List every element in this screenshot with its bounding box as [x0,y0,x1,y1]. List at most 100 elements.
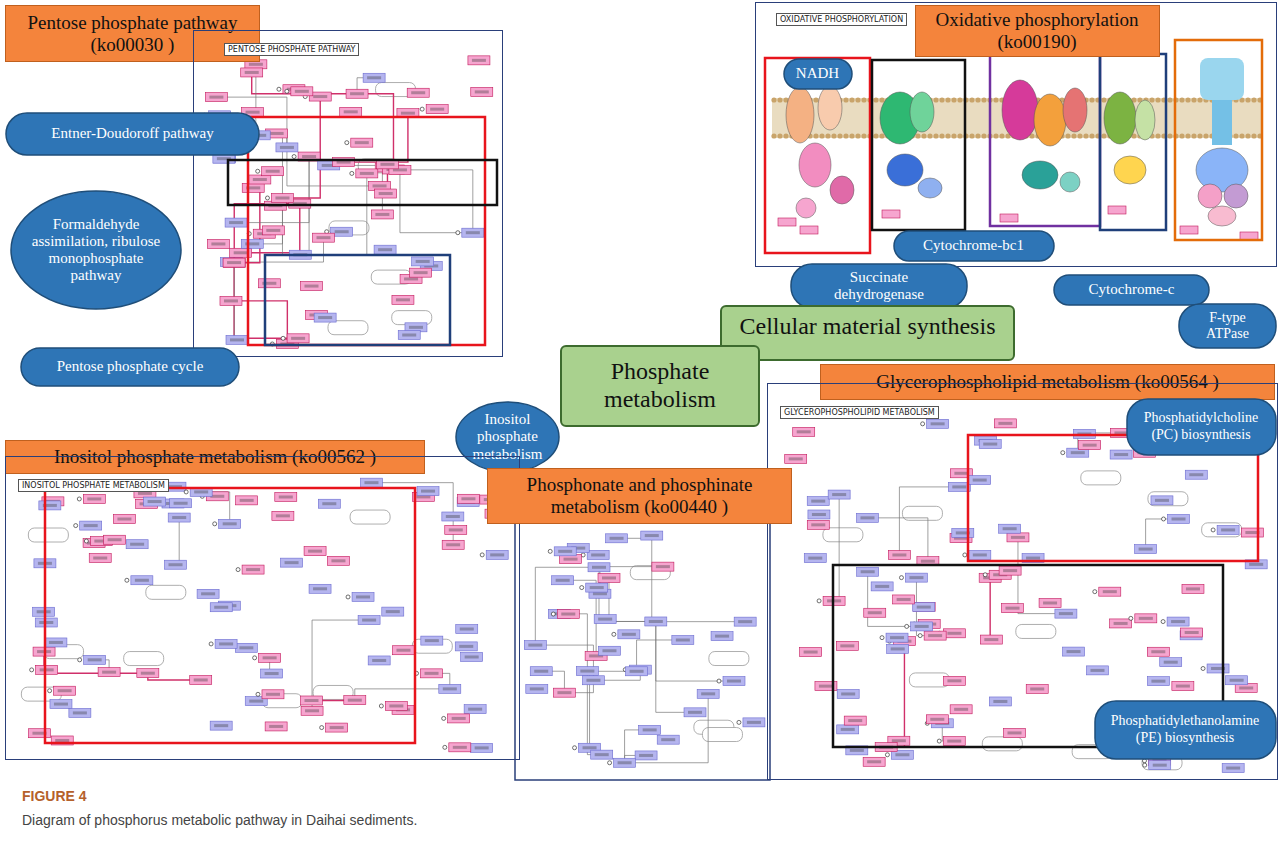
enzyme-box [1147,647,1169,656]
reaction-line [990,578,991,640]
enzyme-box [455,642,477,651]
enzyme-code-mark [1008,731,1022,734]
enzyme-box [524,641,546,650]
enzyme-box [588,563,610,572]
compound-dot [213,522,217,526]
text-wrap: Entner-Doudoroff pathway [5,112,260,156]
enzyme-code-mark [313,587,327,590]
enzyme-code-mark [993,700,1007,703]
enzyme-code-mark [875,585,889,588]
protein-complex [786,87,814,143]
enzyme-code-mark [1114,453,1128,456]
map-link-box [1148,492,1188,506]
reaction-line [656,621,695,712]
enzyme-box [606,534,628,543]
lipid-head [993,133,998,138]
compound-dot [937,739,941,743]
text-wrap: Cytochrome-bc1 [893,230,1055,262]
lipid-head [861,97,866,102]
enzyme-code-mark [890,636,904,639]
enzyme-code-mark [452,717,466,720]
enzyme-code-mark [598,618,612,621]
lipid-head [945,97,950,102]
map-link-box [902,506,942,520]
reaction-line [652,536,656,622]
enzyme-box [249,175,271,184]
enzyme-box [407,88,429,97]
lipid-head [1245,97,1250,102]
enzyme-code-mark [246,111,260,114]
enzyme-code-mark [348,699,362,702]
enzyme-box [927,419,949,428]
enzyme-code-mark [1059,612,1073,615]
enzyme-code-mark [808,557,822,560]
enzyme-code-mark [998,422,1012,425]
enzyme-code-mark [530,687,544,690]
enzyme-box [417,487,439,496]
compound-dot [184,490,188,494]
enzyme-box [220,296,242,305]
module-ellipse: Phosphatidylethanolamine (PE) biosynthes… [1094,700,1277,760]
enzyme-box [969,550,991,559]
enzyme-box [392,295,414,304]
enzyme-code-mark [219,642,233,645]
enzyme-code-mark [490,553,504,556]
enzyme-code-mark [602,576,616,579]
lipid-head [999,133,1004,138]
lipid-head [951,97,956,102]
enzyme-box [1026,684,1048,693]
lipid-head [933,133,938,138]
enzyme-box [300,282,322,291]
lipid-head [873,97,878,102]
enzyme-box [1063,647,1085,656]
lipid-head [957,133,962,138]
enzyme-box [421,669,443,678]
enzyme-box [598,646,620,655]
enzyme-box [808,510,830,519]
enzyme-box [844,716,866,725]
enzyme-box [950,705,972,714]
enzyme-code-mark [245,71,259,74]
enzyme-code-mark [797,430,811,433]
compound-dot [573,746,577,750]
enzyme-code-mark [416,260,430,263]
enzyme-box [856,513,878,522]
enzyme-box [1055,609,1077,618]
protein-complex [799,143,831,187]
lipid-head [777,97,782,102]
enzyme-box [313,233,335,242]
enzyme-code-mark [460,628,474,631]
enzyme-box [697,689,719,698]
enzyme-code-mark [117,518,131,521]
enzyme-code-mark [87,497,101,500]
enzyme-code-mark [676,638,690,641]
enzyme-code-mark [234,251,248,254]
enzyme-code-mark [350,92,364,95]
enzyme-code-mark [378,248,392,251]
enzyme-code-mark [701,692,715,695]
lipid-head [879,97,884,102]
enzyme-code-mark [380,163,394,166]
text-wrap: Phosphatidylethanolamine (PE) biosynthes… [1094,700,1277,760]
reaction-line [867,518,927,561]
protein-complex [1060,172,1080,192]
compound-dot [612,632,616,636]
enzyme-box [1000,214,1018,222]
enzyme-box [1222,764,1244,773]
compound-dot [292,155,296,159]
lipid-head [1101,97,1106,102]
compound-dot [580,586,584,590]
enzyme-code-mark [811,523,825,526]
protein-complex [1114,156,1146,184]
enzyme-box [626,667,648,676]
enzyme-code-mark [37,610,51,613]
enzyme-box [1160,658,1182,667]
highlight-frame [1100,54,1166,230]
lipid-head [1167,133,1172,138]
enzyme-code-mark [335,230,349,233]
module-ellipse: NADH [783,58,853,90]
enzyme-code-mark [266,170,280,173]
enzyme-code-mark [973,479,987,482]
enzyme-code-mark [379,192,393,195]
enzyme-code-mark [93,557,107,560]
